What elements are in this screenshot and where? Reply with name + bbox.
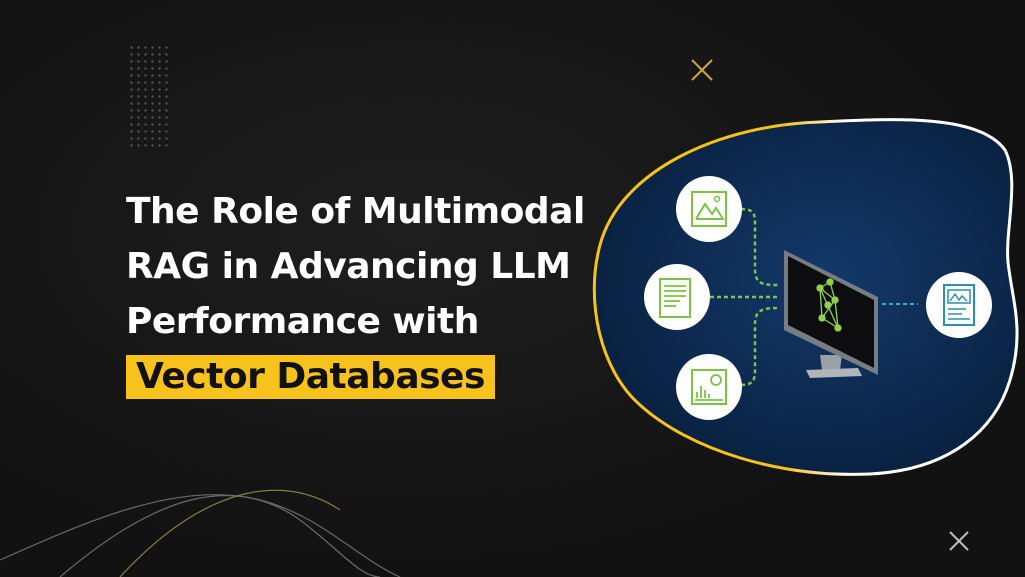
headline: The Role of Multimodal RAG in Advancing … xyxy=(126,184,585,404)
cross-mark-icon xyxy=(691,59,713,81)
document-icon xyxy=(644,264,710,330)
cross-mark-icon xyxy=(949,531,969,551)
neural-network-monitor-icon xyxy=(784,250,878,378)
chart-icon xyxy=(676,354,742,420)
headline-highlight-row: Vector Databases xyxy=(126,349,585,404)
dot-grid-decoration xyxy=(128,44,172,148)
image-icon xyxy=(676,176,742,242)
headline-line-2: RAG in Advancing LLM xyxy=(126,246,571,287)
headline-highlight: Vector Databases xyxy=(126,355,495,399)
wave-lines-decoration xyxy=(0,489,401,577)
connector-lines xyxy=(710,207,779,387)
headline-line-3: Performance with xyxy=(126,301,479,342)
headline-line-1: The Role of Multimodal xyxy=(126,191,585,232)
output-report-icon xyxy=(926,272,992,338)
